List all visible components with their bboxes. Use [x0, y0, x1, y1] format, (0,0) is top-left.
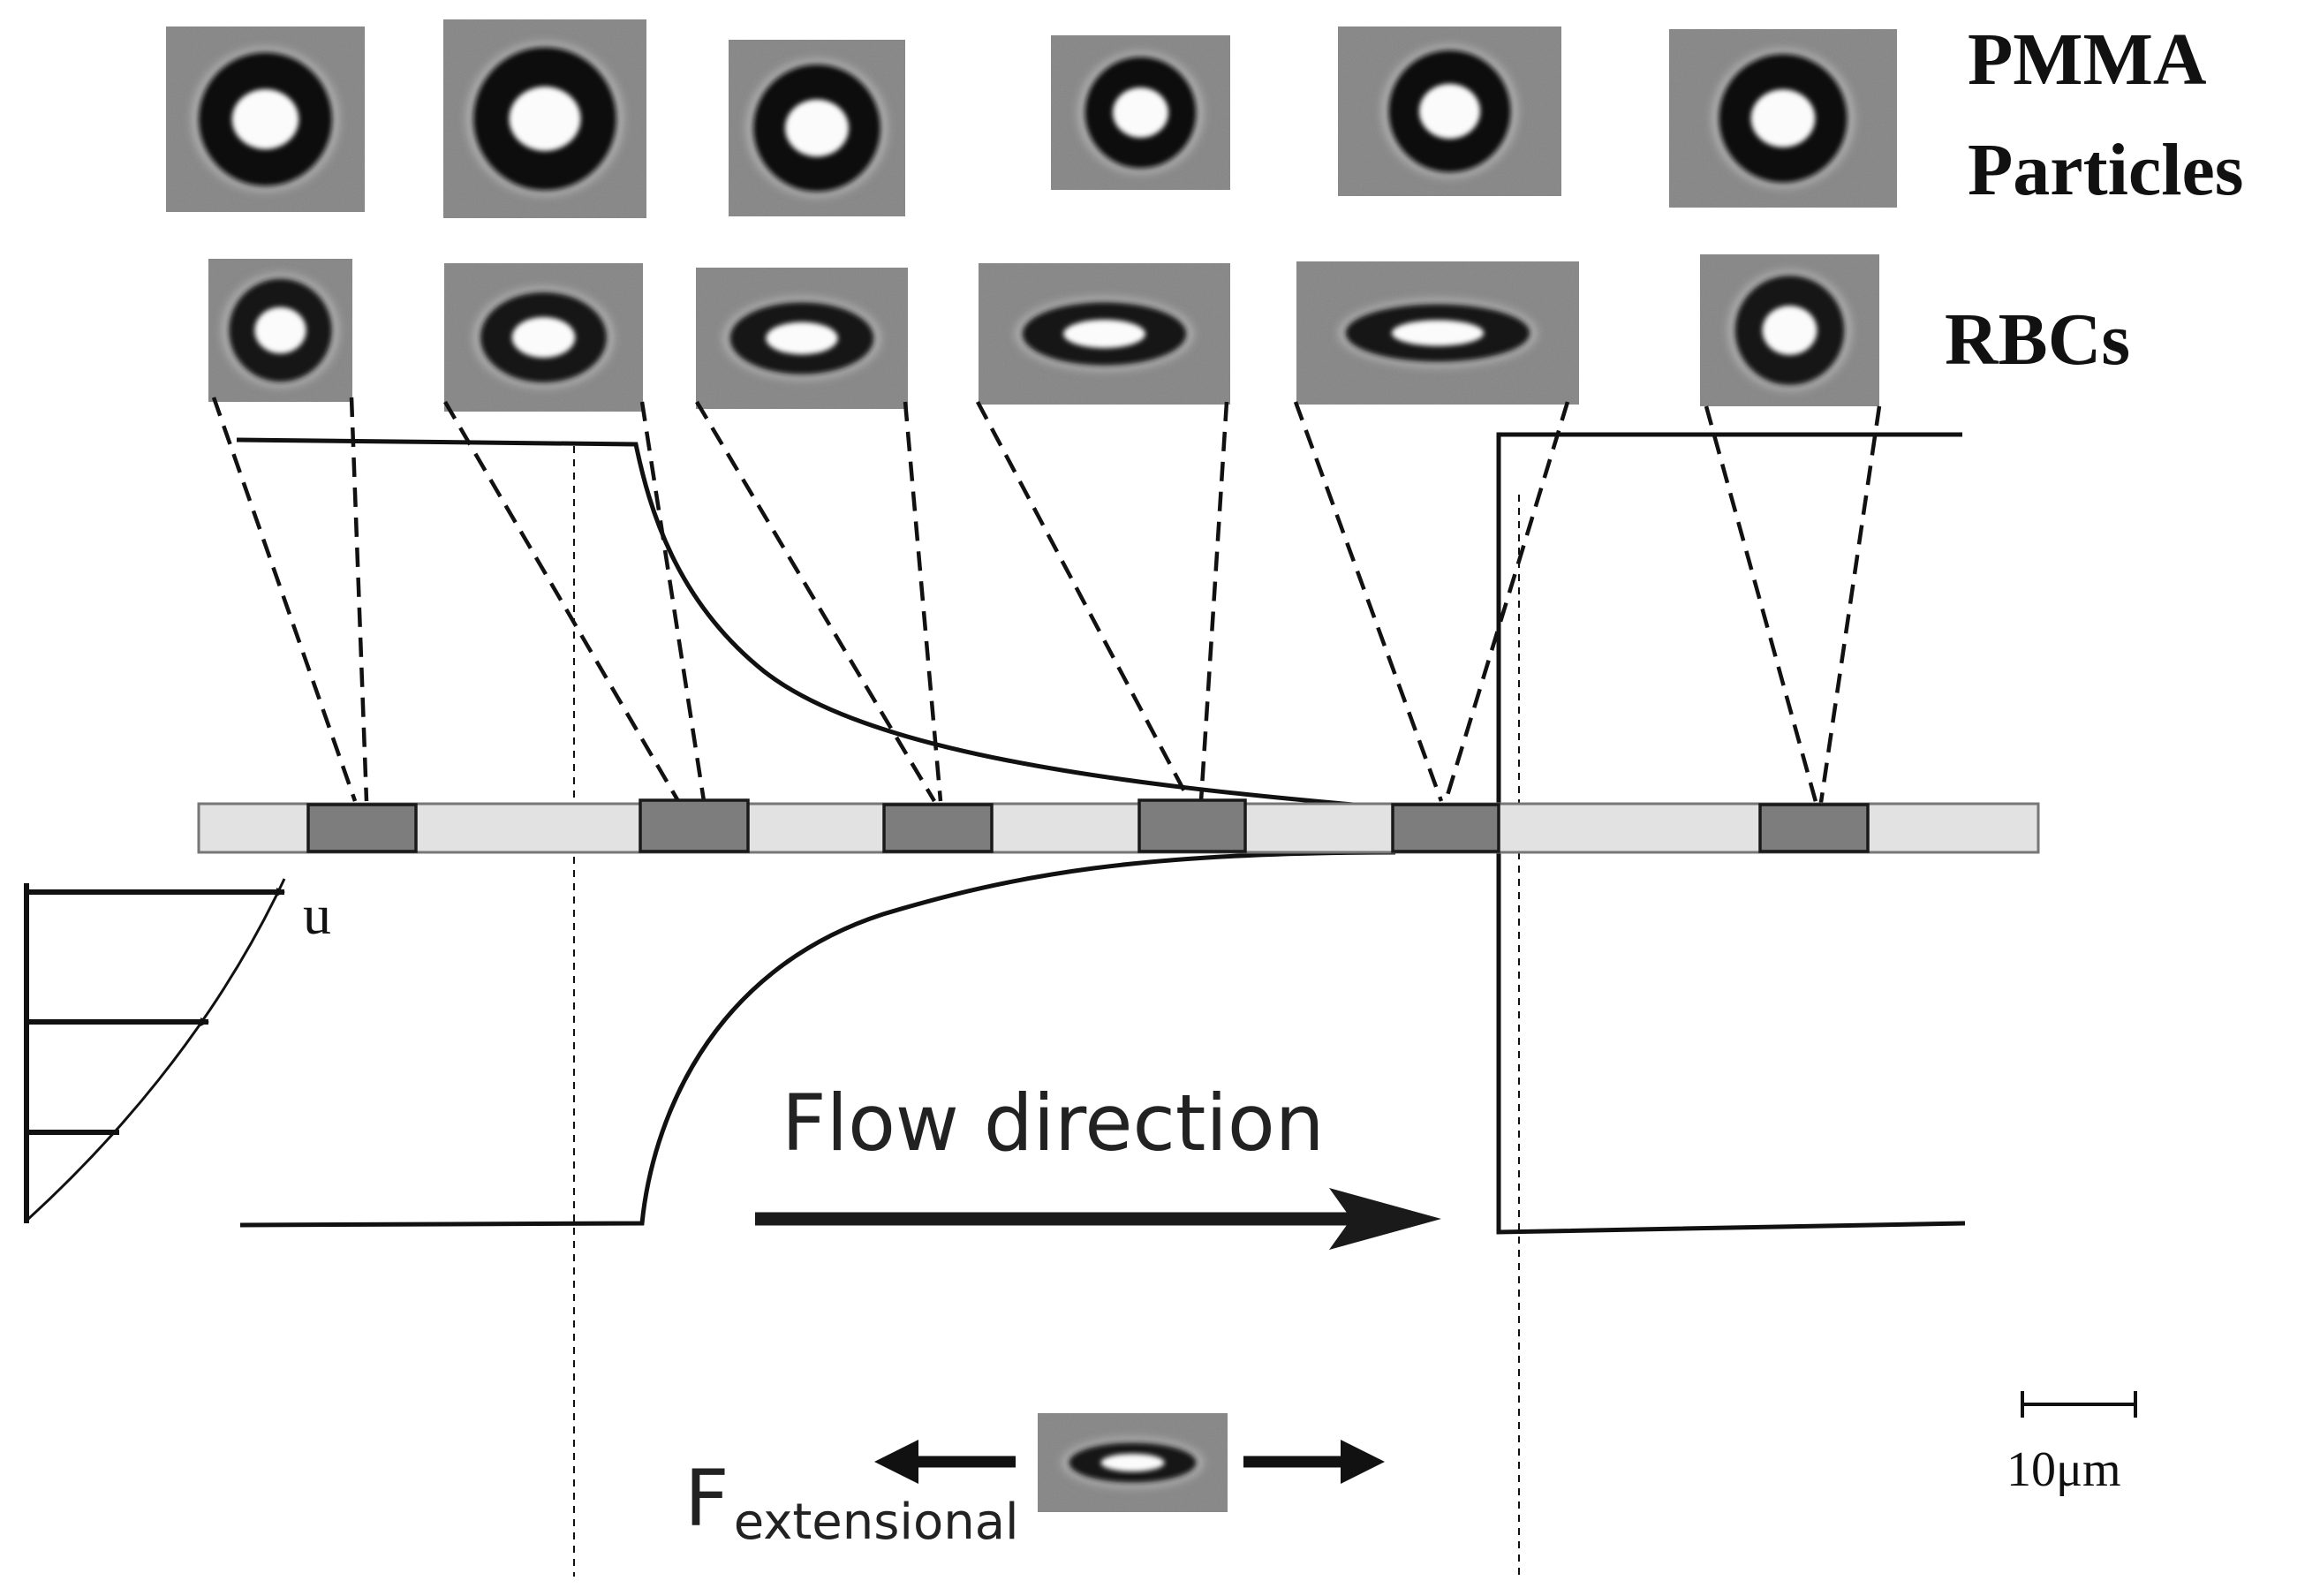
extensional-force-arrow-right — [1243, 1440, 1385, 1484]
force-subscript: extensional — [734, 1494, 1019, 1551]
measurement-window — [306, 803, 418, 853]
leader-line — [976, 400, 1191, 803]
channel-upper-wall — [236, 437, 1398, 811]
measurement-window — [882, 803, 994, 853]
leader-line — [1704, 405, 1820, 809]
pmma-particle-image — [1669, 29, 1897, 208]
rbcs-label: RBCs — [1945, 299, 2130, 381]
pmma-particle-image — [166, 26, 365, 212]
channel-lower-wall — [239, 850, 1396, 1228]
leader-line — [903, 401, 943, 802]
leader-line — [639, 401, 707, 802]
pmma-particle-image — [729, 40, 905, 216]
measurement-window — [1137, 798, 1247, 853]
scale-bar-label: 10μm — [2006, 1442, 2121, 1497]
leader-lines — [211, 397, 1882, 809]
rbc-row — [208, 254, 1879, 412]
pmma-label-line1: PMMA — [1968, 19, 2207, 101]
expansion-wall — [1496, 432, 1966, 1235]
extensional-force-label: F extensional — [684, 1453, 1019, 1551]
rbc-image — [208, 259, 352, 402]
measurement-window — [1391, 803, 1500, 853]
pmma-particle-image — [1051, 35, 1230, 190]
velocity-label: u — [303, 883, 331, 946]
leader-line — [1443, 401, 1570, 802]
stretched-rbc-image — [1038, 1413, 1228, 1512]
rbc-image — [1700, 254, 1879, 406]
leader-line — [1817, 405, 1882, 809]
rbc-image — [444, 263, 643, 412]
measurement-window — [1758, 803, 1870, 853]
leader-line — [443, 400, 680, 803]
rbc-image — [979, 263, 1230, 405]
pmma-particle-row — [166, 19, 1897, 218]
velocity-profile — [24, 878, 286, 1223]
measurement-window — [639, 798, 750, 853]
rbc-image — [1296, 261, 1579, 405]
leader-line — [211, 397, 358, 802]
pmma-particle-image — [443, 19, 646, 218]
leader-line — [349, 397, 369, 802]
flow-direction-label: Flow direction — [782, 1078, 1325, 1169]
rbc-image — [696, 268, 908, 409]
leader-line — [1293, 401, 1444, 802]
centerline-strip — [197, 802, 2040, 854]
scale-bar — [2021, 1391, 2137, 1418]
pmma-particle-image — [1338, 26, 1561, 196]
measurement-windows — [306, 798, 1870, 853]
stretched-rbc-tile — [1038, 1413, 1228, 1512]
flow-direction-arrow — [755, 1188, 1441, 1250]
leader-line — [695, 400, 936, 803]
extensional-force-arrow-left — [874, 1440, 1016, 1484]
pmma-label-line2: Particles — [1968, 129, 2244, 211]
force-symbol: F — [684, 1453, 729, 1544]
leader-line — [1198, 401, 1229, 802]
